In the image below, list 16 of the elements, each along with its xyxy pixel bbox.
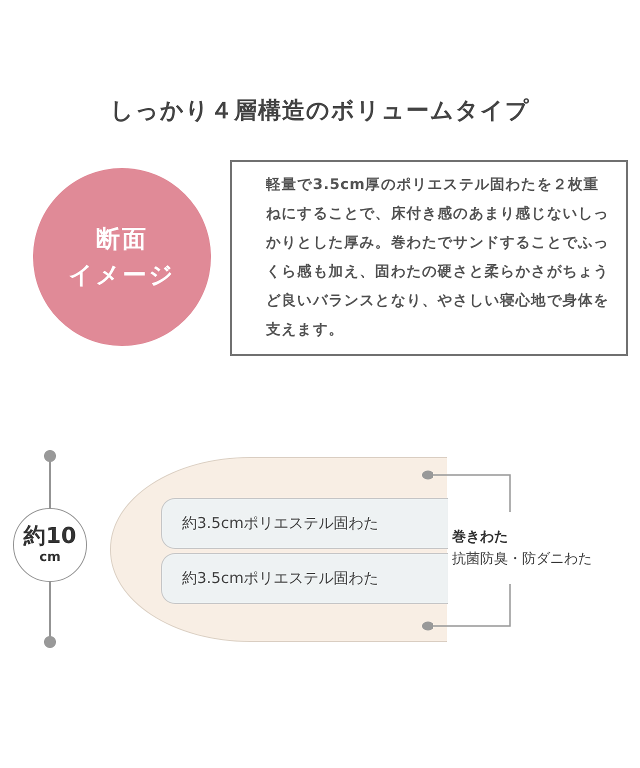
thickness-label: cm	[39, 551, 61, 564]
description-box	[230, 160, 628, 356]
title: しっかり４層構造のボリュームタイプ	[109, 97, 531, 126]
pad-label: 約3.5cmポリエステル固わた	[182, 568, 379, 590]
fiber-pad	[161, 498, 448, 549]
description-text: 軽量で3.5cm厚のポリエステル固わたを２枚重ねにすることで、床付き感のあまり感じないしっかりとした厚み。巻わたでサンドすることでふっくら感も加え、固わたの硬さと柔らかさがちょうど良いバランスとなり、やさしい寝心地で身体を支えます。	[266, 176, 610, 340]
fiber-pad	[161, 553, 448, 604]
callout-heading: 巻きわた	[452, 528, 509, 547]
circle-label: イメージ	[68, 263, 176, 287]
thickness-label: 約10	[24, 526, 76, 548]
pad-label: 約3.5cmポリエステル固わた	[182, 513, 379, 534]
circle-label: 断面	[96, 227, 148, 251]
callout-note: 抗菌防臭・防ダニわた	[452, 550, 593, 569]
leader-line	[422, 470, 511, 512]
wrap-layer	[110, 457, 447, 642]
leader-line	[422, 584, 511, 630]
